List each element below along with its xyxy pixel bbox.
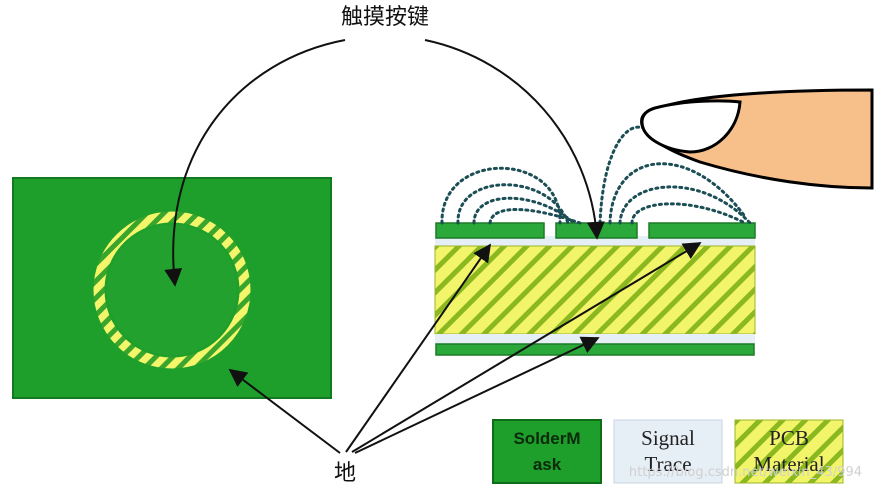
signal-trace-band-top: [435, 236, 755, 246]
arrow-to-pad: [164, 39, 346, 287]
legend-pcb-material-line2: Material: [753, 452, 824, 476]
legend-solder-mask: SolderM ask: [492, 419, 602, 484]
field-lines: [440, 125, 752, 225]
pcb-cross-section: [434, 222, 756, 356]
legend-solder-mask-swatch: [492, 419, 602, 484]
pcb-top-view: [12, 177, 332, 399]
watermark: https://blog.csdn.net/weixin_43/994: [629, 465, 862, 480]
pcb-material-layer: [434, 245, 756, 335]
legend: SolderM ask Signal Trace PCB Material: [492, 419, 844, 484]
arrow-to-top-copper-right: [351, 242, 702, 453]
top-copper-right: [648, 222, 756, 239]
arrow-to-center-copper: [424, 39, 605, 240]
legend-pcb-material-swatch: [734, 419, 844, 484]
ground-arrows: [228, 242, 702, 454]
arrow-to-top-copper-left: [345, 243, 492, 453]
arrow-to-ground-plane: [228, 368, 341, 454]
legend-pcb-material: PCB Material: [734, 419, 844, 484]
ground-label: 地: [334, 461, 356, 486]
touch-key-label: 触摸按键: [341, 5, 429, 30]
legend-signal-trace-swatch: [613, 419, 723, 484]
touch-key-arrows: [164, 39, 605, 287]
legend-pcb-material-line1: PCB: [769, 426, 809, 450]
legend-solder-mask-line1: SolderM: [513, 429, 580, 448]
finger-illustration: [640, 88, 874, 190]
pad-isolation-ring: [93, 211, 251, 369]
top-copper-left: [435, 222, 545, 239]
touch-pad: [107, 225, 237, 355]
bottom-ground-copper: [435, 343, 755, 356]
arrow-to-bottom-ground: [354, 336, 600, 454]
fingernail: [640, 99, 742, 154]
legend-solder-mask-line2: ask: [533, 455, 562, 474]
legend-signal-trace-line1: Signal: [641, 426, 695, 450]
legend-signal-trace: Signal Trace: [613, 419, 723, 484]
legend-signal-trace-line2: Trace: [644, 452, 691, 476]
